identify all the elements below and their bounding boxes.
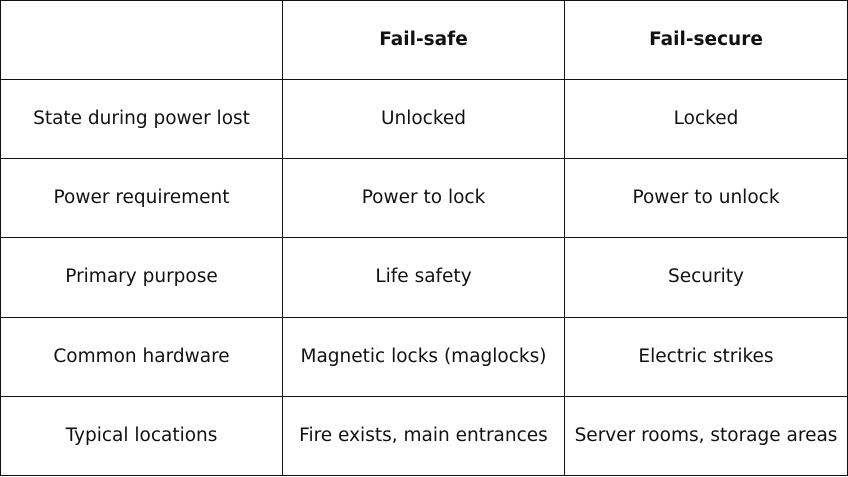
fail-secure-cell: Electric strikes — [564, 316, 848, 397]
table-row: Typical locations Fire exists, main entr… — [0, 395, 848, 477]
fail-safe-cell: Magnetic locks (maglocks) — [282, 316, 565, 397]
fail-secure-cell: Power to unlock — [564, 158, 848, 239]
header-row: Fail-safe Fail-secure — [0, 0, 848, 80]
table-row: Common hardware Magnetic locks (maglocks… — [0, 316, 848, 397]
fail-safe-cell: Fire exists, main entrances — [282, 395, 565, 477]
fail-safe-cell: Unlocked — [282, 78, 565, 160]
fail-secure-cell: Locked — [564, 78, 848, 160]
row-label-cell: Typical locations — [0, 395, 283, 477]
row-label-cell: Primary purpose — [0, 237, 283, 318]
table-row: Primary purpose Life safety Security — [0, 237, 848, 318]
table-row: Power requirement Power to lock Power to… — [0, 158, 848, 239]
row-label-cell: Common hardware — [0, 316, 283, 397]
row-label-cell: Power requirement — [0, 158, 283, 239]
fail-secure-cell: Security — [564, 237, 848, 318]
header-cell-fail-safe: Fail-safe — [282, 0, 565, 80]
header-cell-fail-secure: Fail-secure — [564, 0, 848, 80]
row-label-cell: State during power lost — [0, 78, 283, 160]
fail-safe-cell: Power to lock — [282, 158, 565, 239]
fail-safe-cell: Life safety — [282, 237, 565, 318]
table-row: State during power lost Unlocked Locked — [0, 78, 848, 160]
header-cell-empty — [0, 0, 283, 80]
fail-secure-cell: Server rooms, storage areas — [564, 395, 848, 477]
